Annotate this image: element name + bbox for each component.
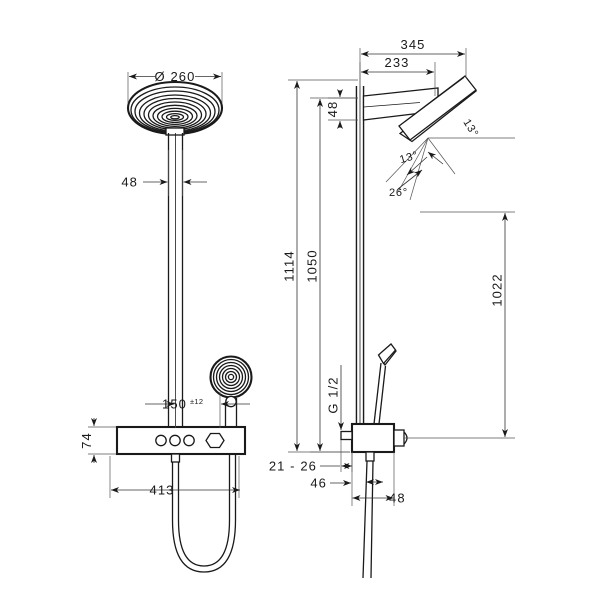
dimension-hose-drop: 413 — [109, 456, 240, 498]
dimension-connection-thread: G 1/2 — [326, 365, 344, 430]
control-button-1[interactable] — [155, 434, 167, 447]
dim-label-outlet-width: 48 — [389, 491, 406, 506]
control-button-2[interactable] — [169, 434, 181, 447]
thermostat-knob-front[interactable] — [205, 432, 225, 449]
riser-pipe — [167, 133, 184, 428]
dim-label-riser-width: 48 — [121, 175, 138, 190]
dim-label-shower-diameter: Ø 260 — [155, 69, 196, 84]
dim-label-arm-total-reach: 345 — [401, 37, 426, 52]
riser-pipe-side — [355, 86, 365, 424]
dim-label-arm-height: 1050 — [305, 249, 320, 282]
angle-upper-13: 13° — [427, 117, 481, 165]
dimension-handshower-height: 1022 — [404, 211, 515, 439]
dimension-arm-height: 1050 — [305, 97, 358, 453]
dim-label-overall-height: 1114 — [282, 250, 297, 281]
dimension-wall-offset: 21 - 26 — [269, 440, 353, 474]
angle-label-lower-13: 13° — [398, 149, 420, 166]
dimension-valve-depth: 46 — [310, 452, 395, 506]
dim-label-hose-drop: 413 — [150, 483, 175, 498]
dim-label-wall-offset: 21 - 26 — [269, 459, 317, 474]
thermostat-valve-body-front — [115, 425, 247, 456]
control-button-3[interactable] — [183, 434, 195, 447]
dim-label-valve-height: 74 — [79, 432, 94, 449]
side-elevation-view: 345 233 48 1114 — [269, 37, 515, 579]
dim-label-arm-reach: 233 — [385, 55, 410, 70]
handshower-head-front — [209, 355, 253, 399]
dim-label-valve-depth: 46 — [310, 476, 327, 491]
dimension-riser-width: 48 — [121, 150, 207, 196]
angle-label-upper-13: 13° — [460, 117, 480, 140]
shower-hose-side — [362, 460, 374, 579]
dimension-arm-total-reach: 345 — [359, 37, 467, 90]
dimension-arm-thickness: 48 — [325, 89, 358, 129]
dim-label-connection-thread: G 1/2 — [326, 376, 341, 413]
dimension-outlet-width: 48 — [366, 479, 406, 506]
valve-outlet-stub-front — [170, 453, 181, 463]
dimension-arm-reach: 233 — [359, 55, 436, 96]
angle-lower-13: 13° — [398, 149, 428, 176]
dimension-shower-diameter: Ø 260 — [127, 69, 223, 103]
thermostat-valve-body-side — [340, 422, 408, 462]
dim-label-handshower-offset: 150 — [162, 397, 187, 412]
dimension-handshower-offset: 150 ±12 — [145, 390, 250, 428]
handshower-handle-front — [224, 395, 238, 428]
dimension-valve-height: 74 — [79, 418, 116, 463]
overhead-shower-head-side — [398, 75, 478, 143]
dim-label-arm-thickness: 48 — [325, 101, 340, 118]
angle-label-total-26: 26° — [389, 187, 408, 199]
shower-hose-front — [171, 454, 237, 573]
angle-total-26: 26° — [389, 169, 423, 199]
handshower-side — [373, 343, 397, 425]
shower-head-connector — [165, 127, 185, 136]
front-elevation-view: Ø 260 48 150 ±12 — [79, 69, 253, 573]
dim-label-handshower-tolerance: ±12 — [190, 397, 203, 406]
dim-label-handshower-height: 1022 — [490, 273, 505, 306]
overhead-shower-head — [126, 80, 224, 136]
